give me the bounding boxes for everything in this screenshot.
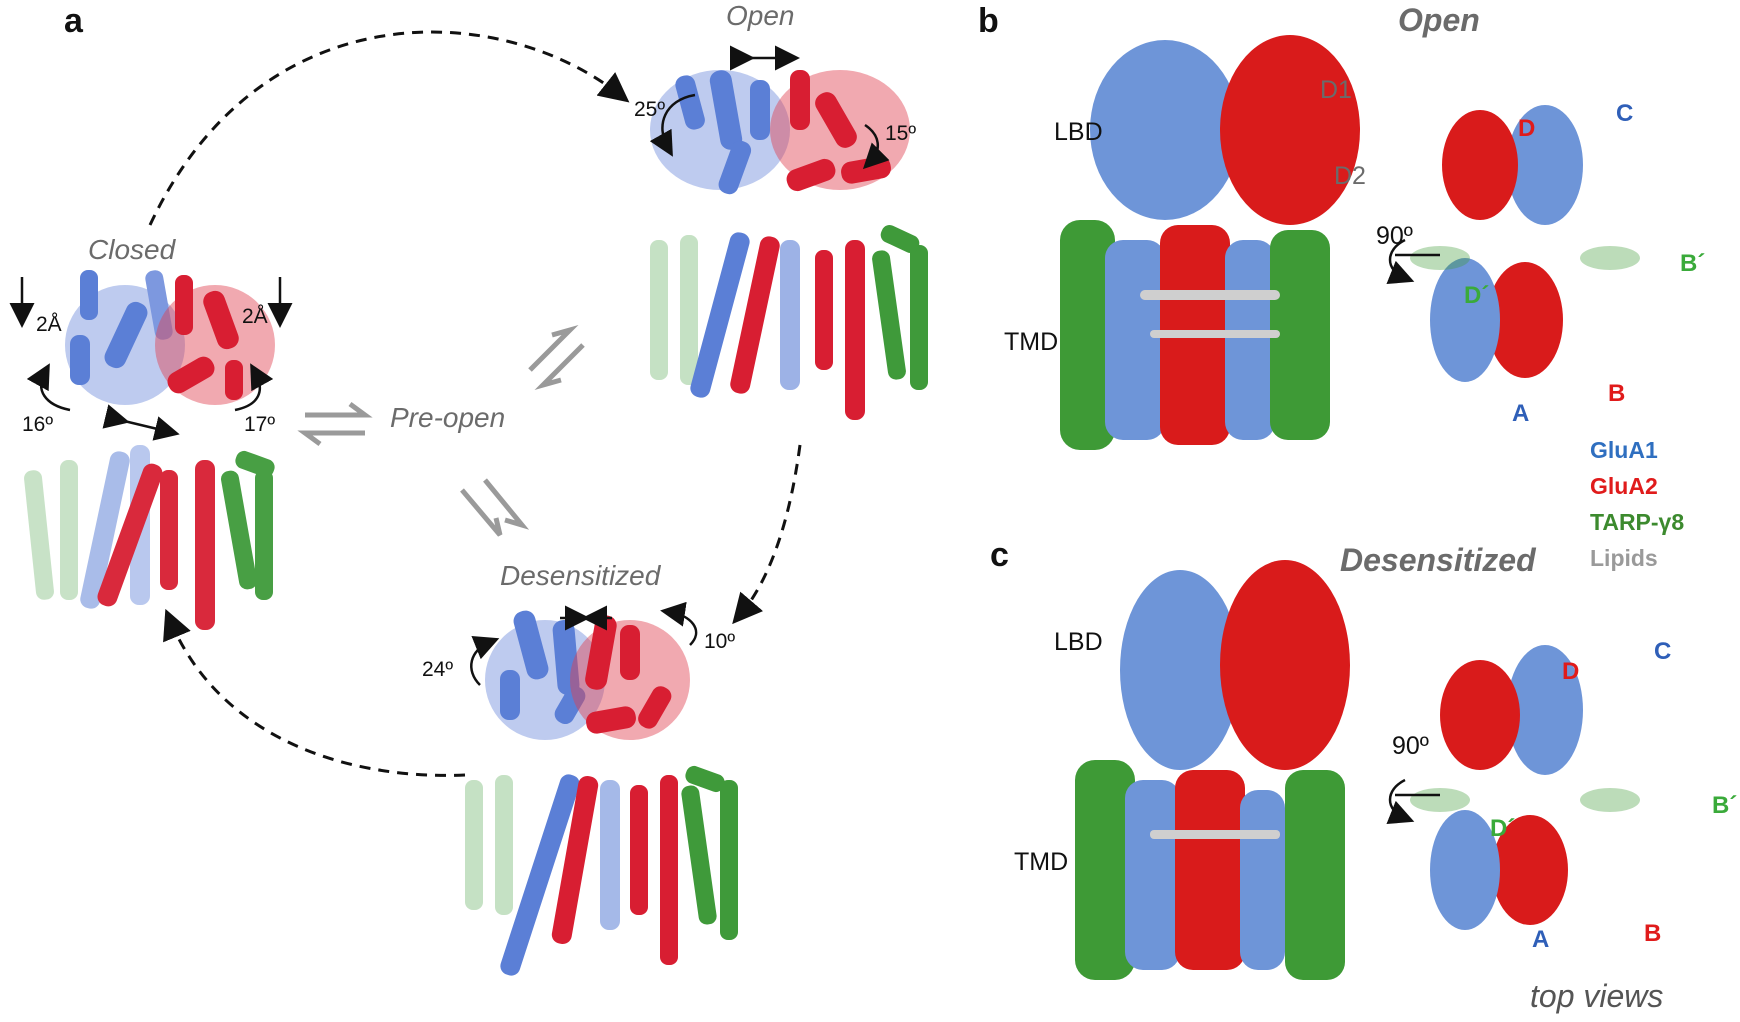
state-open: Open — [726, 0, 795, 31]
rotation-symbol-b — [1390, 238, 1440, 278]
panel-b-d1: D1 — [1320, 76, 1352, 104]
panel-b-sub-dprime: D´ — [1464, 282, 1490, 309]
angle-des-left: 24º — [422, 658, 454, 681]
angle-des-right: 10º — [704, 630, 736, 653]
panel-b-sub-bprime: B´ — [1680, 250, 1706, 277]
legend-glua2: GluA2 — [1590, 473, 1658, 499]
panel-label-a: a — [64, 2, 83, 40]
angle-open-left: 25º — [634, 98, 666, 121]
angle-closed-rot-left: 16º — [22, 413, 54, 436]
panel-b-d2: D2 — [1334, 162, 1366, 190]
closed-rot-arrow-right — [234, 363, 274, 412]
panel-b-lbd: LBD — [1054, 118, 1103, 146]
panel-b-sub-c: C — [1616, 100, 1634, 127]
open-lbd — [650, 70, 910, 195]
panel-b-sub-d: D — [1518, 115, 1536, 142]
legend: GluA1 GluA2 TARP-γ8 Lipids — [1590, 432, 1684, 576]
equilibrium-arrow-preopen-open — [528, 325, 585, 390]
panel-c-rotation: 90º — [1392, 732, 1429, 760]
cycle-arrow-closed-to-open — [148, 30, 630, 226]
equilibrium-arrow-preopen-desensitized — [460, 478, 530, 537]
open-tmd — [650, 225, 928, 420]
des-rot-arrow-right — [660, 601, 698, 646]
desensitized-density-side — [1075, 560, 1350, 980]
closed-lbd — [65, 270, 275, 405]
angle-open-right: 15º — [885, 122, 917, 145]
panel-c-title: Desensitized — [1340, 542, 1536, 578]
closed-structure — [24, 270, 275, 630]
open-rot-arrow-right — [862, 123, 890, 170]
state-pre-open: Pre-open — [390, 402, 506, 433]
panel-c-sub-dprime: D´ — [1490, 815, 1516, 842]
legend-tarp: TARP-γ8 — [1590, 509, 1685, 535]
equilibrium-arrow-closed-preopen — [297, 401, 373, 447]
panel-c-lbd: LBD — [1054, 628, 1103, 656]
panel-b-sub-a: A — [1512, 400, 1530, 427]
panel-c-sub-c: C — [1654, 638, 1672, 665]
panel-label-b: b — [978, 2, 999, 40]
panel-c-sub-bprime: B´ — [1712, 792, 1738, 819]
panel-b-title: Open — [1398, 2, 1480, 38]
panel-b-rotation: 90º — [1376, 222, 1413, 250]
closed-swap-arrow — [102, 404, 180, 441]
closed-tmd — [24, 445, 275, 630]
rotation-symbol-c — [1390, 778, 1440, 818]
desensitized-lbd — [485, 610, 690, 740]
legend-glua1: GluA1 — [1590, 437, 1658, 463]
panel-c-sub-b: B — [1644, 920, 1662, 947]
angle-closed-shift-right: 2Å — [242, 305, 268, 328]
closed-rot-arrow-left — [26, 363, 71, 412]
panel-c-tmd: TMD — [1014, 848, 1069, 876]
legend-lipids: Lipids — [1590, 545, 1658, 571]
open-rot-arrow-left — [649, 93, 696, 157]
panel-c-sub-d: D — [1562, 658, 1580, 685]
cycle-arrow-desensitized-to-closed — [163, 608, 466, 777]
open-density-top — [1410, 105, 1640, 382]
panel-b-tmd: TMD — [1004, 328, 1059, 356]
cycle-arrow-open-to-desensitized — [732, 444, 802, 625]
panel-label-c: c — [990, 536, 1009, 574]
des-rot-arrow-left — [470, 635, 500, 686]
state-closed: Closed — [88, 234, 176, 265]
angle-closed-shift-left: 2Å — [36, 313, 62, 336]
angle-closed-rot-right: 17º — [244, 413, 276, 436]
desensitized-density-top — [1410, 645, 1640, 930]
panel-c-sub-a: A — [1532, 926, 1550, 953]
panel-c-footer: top views — [1530, 978, 1664, 1014]
desensitized-structure — [465, 610, 738, 976]
open-density-side — [1060, 35, 1360, 450]
state-desensitized: Desensitized — [500, 560, 661, 591]
panel-b-sub-b: B — [1608, 380, 1626, 407]
desensitized-tmd — [465, 765, 738, 976]
